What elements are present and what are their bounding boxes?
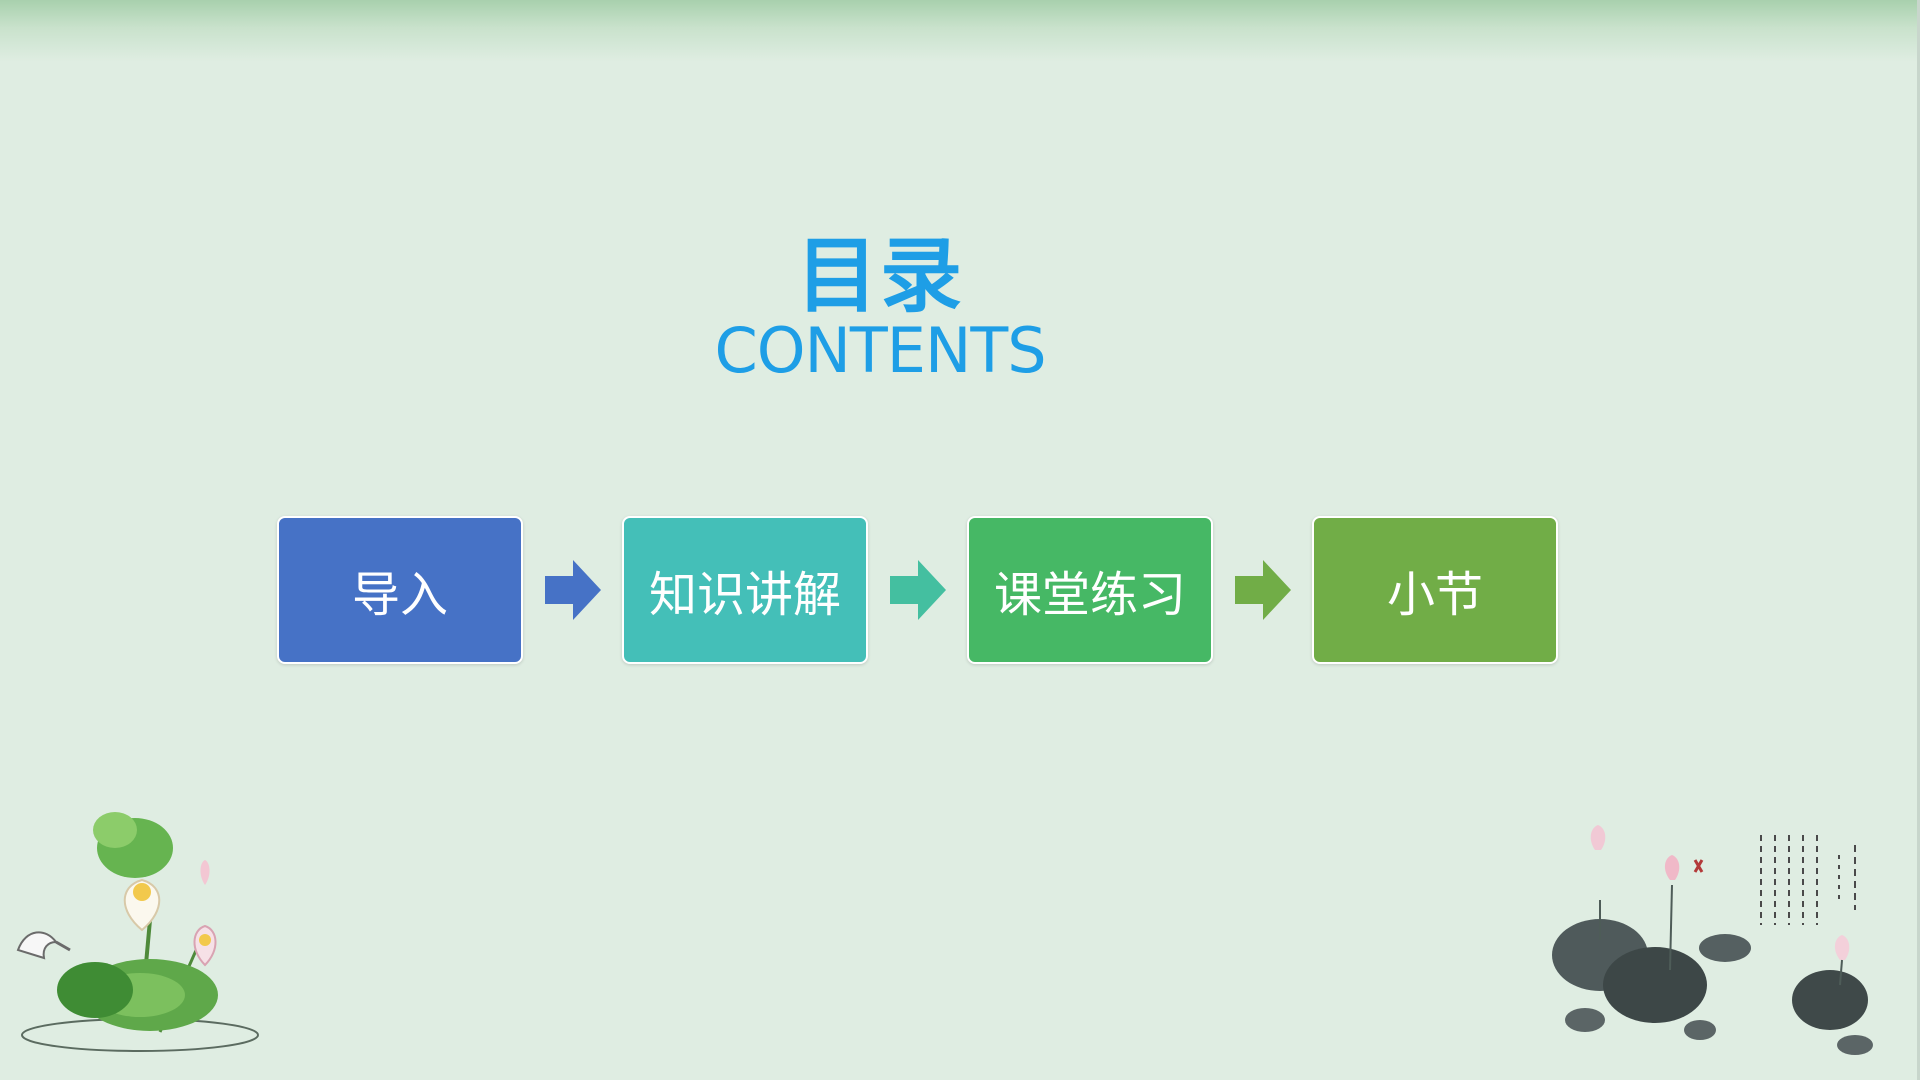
ink-lotus-painting-icon xyxy=(1552,825,1873,1055)
step-practice[interactable]: 课堂练习 xyxy=(967,516,1213,664)
step-knowledge[interactable]: 知识讲解 xyxy=(622,516,868,664)
step-summary[interactable]: 小节 xyxy=(1312,516,1558,664)
right-arrow-icon xyxy=(890,560,946,620)
right-arrow-icon xyxy=(545,560,601,620)
slide-title: 目录 xyxy=(795,229,964,324)
lotus-painting-icon xyxy=(16,812,259,1052)
step-intro[interactable]: 导入 xyxy=(277,516,523,664)
calligraphy-icon xyxy=(1760,835,1856,925)
right-arrow-icon xyxy=(1235,560,1291,620)
top-band xyxy=(0,0,1920,62)
slide-edge xyxy=(1917,0,1920,1080)
slide-subtitle: CONTENTS xyxy=(714,314,1046,387)
